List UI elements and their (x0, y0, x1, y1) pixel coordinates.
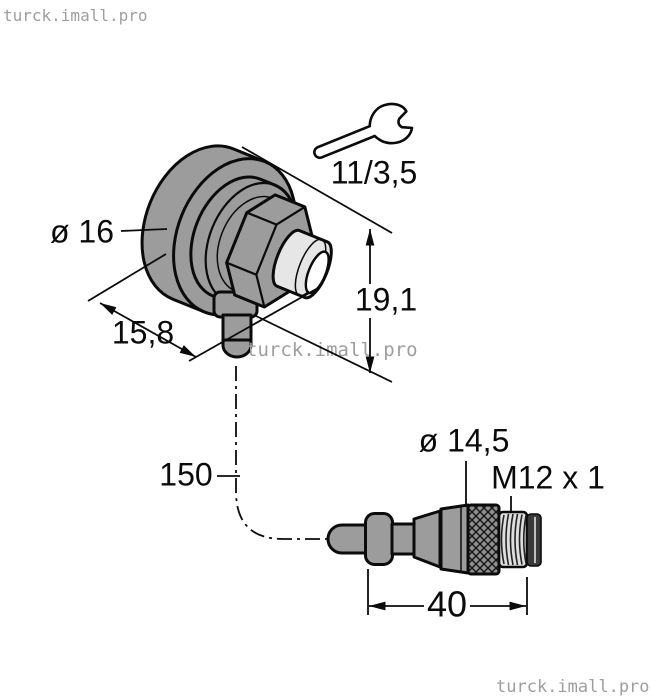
sensor-front-parts (225, 193, 333, 309)
cable-stub (221, 338, 253, 359)
label-connector-thread: M12 x 1 (491, 459, 605, 495)
label-housing-depth: 15,8 (112, 314, 174, 350)
knurled-ring-pattern (466, 503, 501, 576)
watermark-bottom-right: turck.imall.pro (496, 677, 650, 697)
ext-line-158-b (188, 287, 319, 362)
ext-line-191-top (241, 146, 393, 234)
leader-housing-diameter (120, 228, 168, 232)
dimension-lines (87, 146, 528, 615)
connector-cone-body (439, 503, 470, 575)
connector-end-cap (526, 513, 542, 567)
label-connector-length: 40 (427, 584, 467, 625)
dim-line-158 (99, 302, 197, 358)
thread-lines (500, 513, 527, 566)
label-housing-diameter: ø 16 (50, 213, 114, 249)
m12-connector (326, 503, 542, 576)
watermark-top-left: turck.imall.pro (3, 6, 148, 25)
connector-cone-small (412, 509, 442, 569)
label-overall-height: 19,1 (355, 281, 417, 317)
label-wrench-size: 11/3,5 (331, 154, 418, 190)
wrench-icon (313, 102, 414, 160)
dimension-labels: ø 16 15,8 19,1 11/3,5 150 ø 14,5 M12 x 1… (50, 154, 605, 624)
watermark-middle: turck.imall.pro (246, 339, 418, 361)
label-cable-length: 150 (159, 456, 212, 492)
label-connector-diameter: ø 14,5 (419, 422, 510, 458)
hex-nut-facet-lines (226, 211, 277, 276)
strain-relief-collar (364, 512, 394, 566)
cable-centerline (235, 366, 329, 540)
ext-line-158-a (87, 253, 167, 302)
connector-neck (390, 522, 416, 556)
connector-cable (326, 523, 374, 555)
